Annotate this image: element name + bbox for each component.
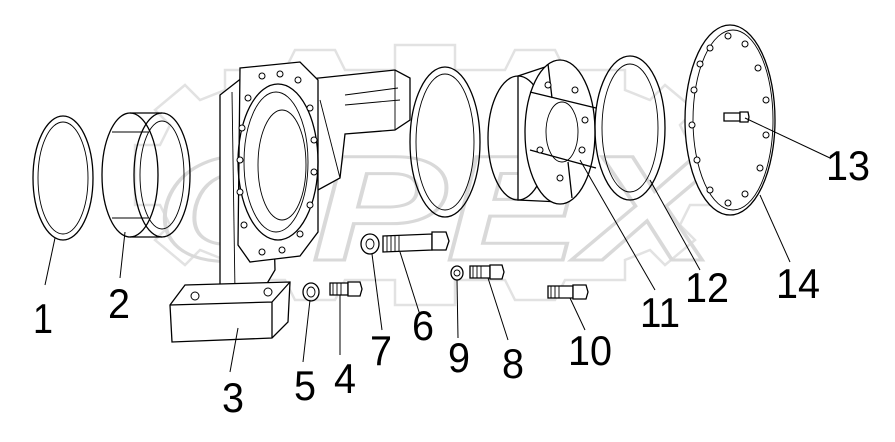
part-13-screw bbox=[723, 111, 750, 123]
callout-13: 13 bbox=[826, 142, 870, 189]
part-10-bolt bbox=[547, 284, 589, 300]
callout-6: 6 bbox=[412, 302, 434, 349]
callouts: 1 2 3 4 5 6 7 8 9 10 11 12 13 14 bbox=[33, 142, 870, 421]
callout-11: 11 bbox=[640, 289, 680, 336]
callout-9: 9 bbox=[448, 334, 470, 381]
callout-7: 7 bbox=[370, 327, 392, 374]
watermark-gear-outline bbox=[133, 43, 717, 307]
gasket-ring bbox=[409, 66, 481, 218]
leader-lines bbox=[44, 117, 831, 373]
callout-2: 2 bbox=[108, 280, 130, 327]
part-2-sleeve bbox=[101, 112, 191, 238]
callout-4: 4 bbox=[334, 355, 356, 402]
part-4-bolt bbox=[329, 281, 363, 297]
callout-12: 12 bbox=[685, 264, 729, 311]
part-5-washer bbox=[302, 282, 320, 302]
part-12-ring bbox=[594, 55, 666, 201]
part-1-o-ring bbox=[32, 115, 94, 241]
callout-10: 10 bbox=[568, 327, 612, 374]
callout-1: 1 bbox=[33, 295, 53, 342]
callout-5: 5 bbox=[294, 362, 316, 409]
part-3-housing bbox=[169, 61, 411, 343]
part-6-long-bolt bbox=[382, 231, 450, 253]
callout-3: 3 bbox=[222, 374, 244, 421]
part-11-hub bbox=[487, 59, 597, 205]
callout-8: 8 bbox=[502, 340, 524, 387]
part-8-bolt bbox=[469, 264, 505, 280]
part-7-washer bbox=[360, 233, 380, 255]
callout-14: 14 bbox=[776, 260, 820, 307]
